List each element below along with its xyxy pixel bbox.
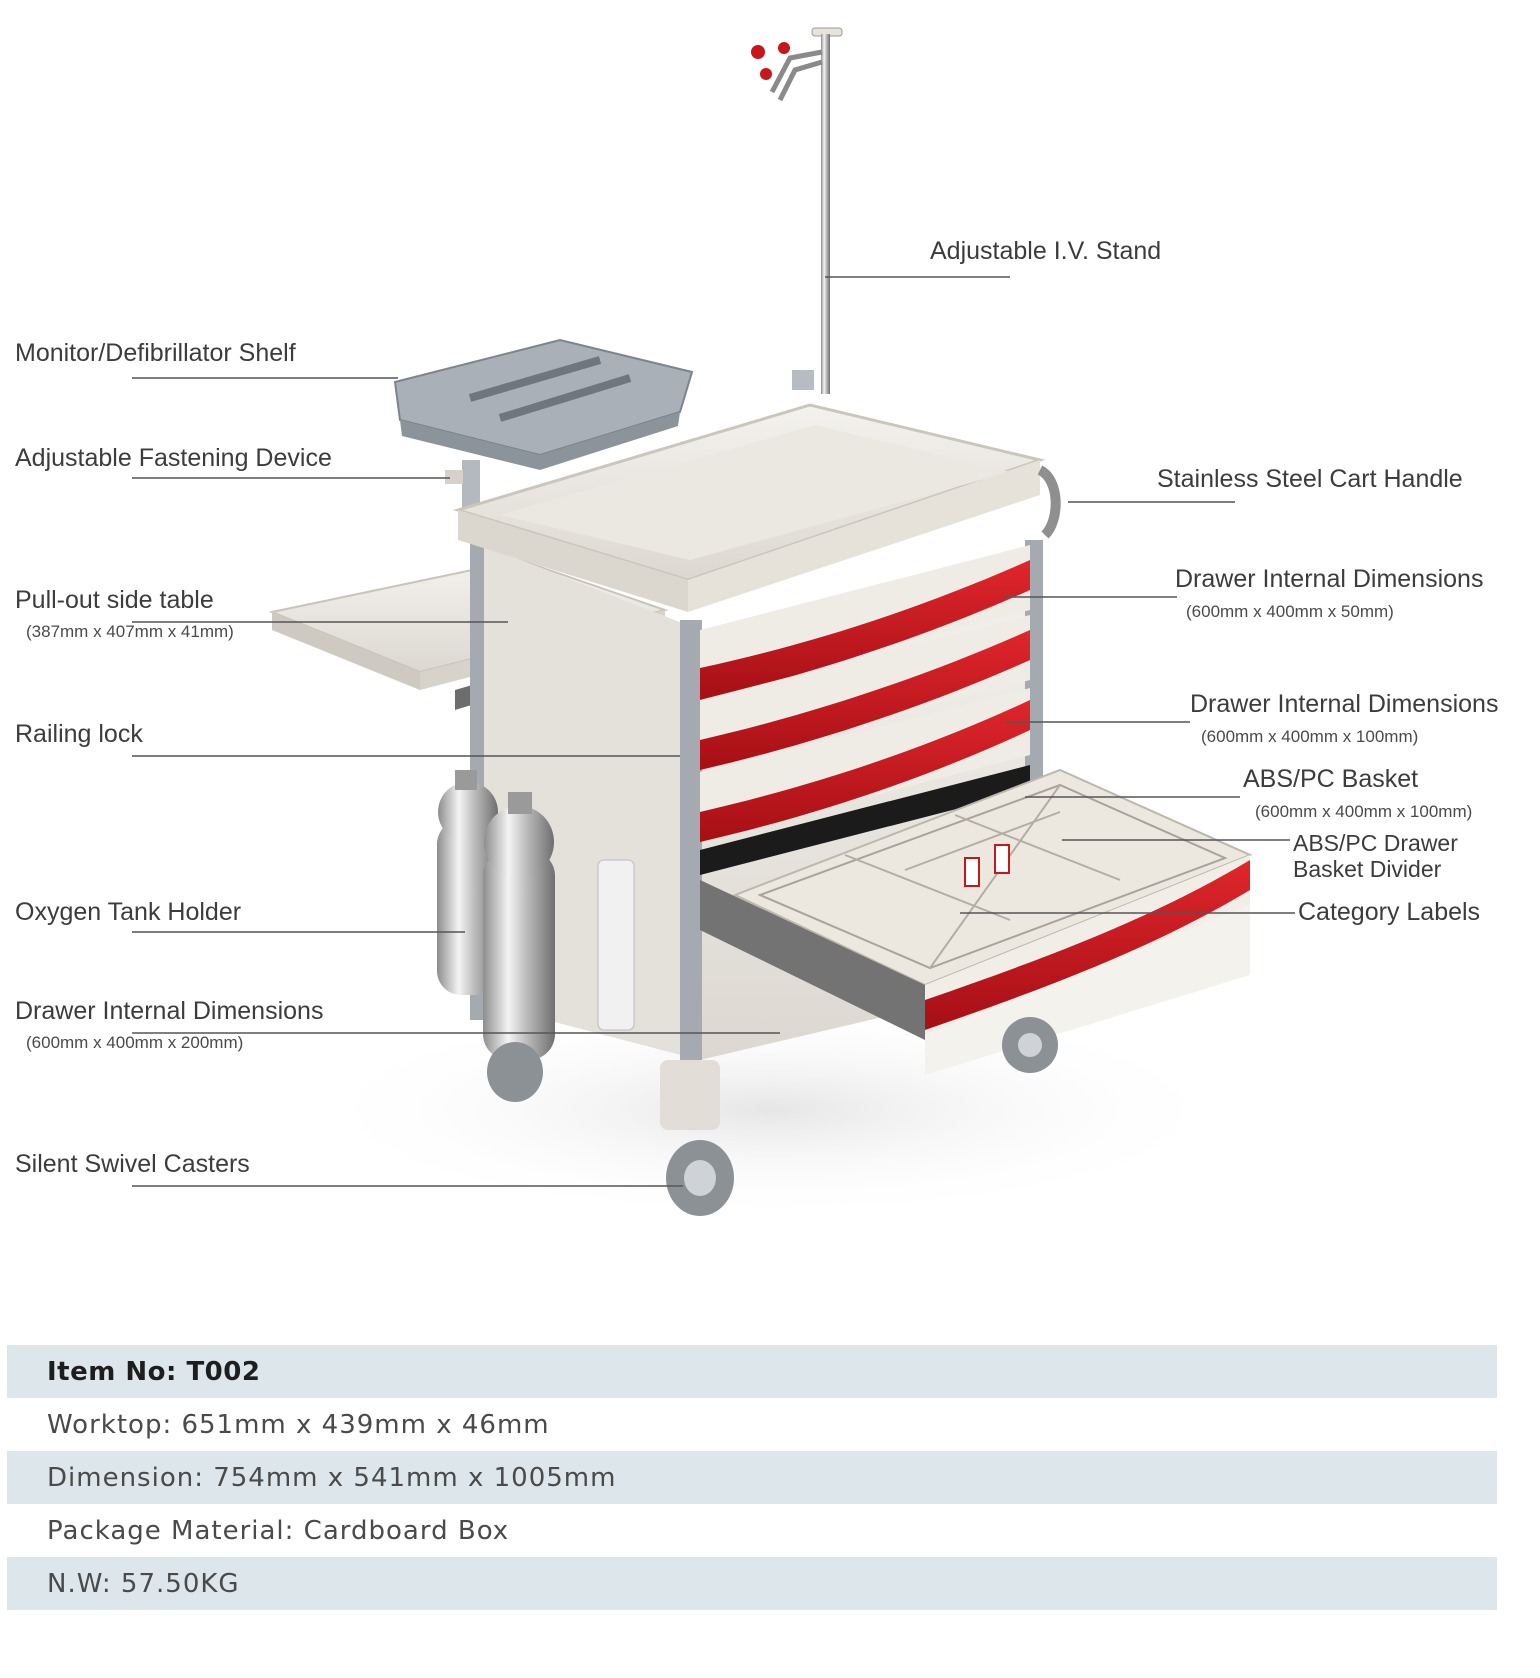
spec-row-dimension: Dimension: 754mm x 541mm x 1005mm xyxy=(7,1451,1497,1504)
spec-row-item-no: Item No: T002 xyxy=(7,1345,1497,1398)
label-drawer-3-dims: (600mm x 400mm x 200mm) xyxy=(26,1033,244,1052)
casters xyxy=(487,1017,1058,1216)
leader-lines xyxy=(132,276,1295,1187)
spec-package: Package Material: Cardboard Box xyxy=(47,1516,510,1546)
label-casters: Silent Swivel Casters xyxy=(15,1150,250,1178)
spec-row-worktop: Worktop: 651mm x 439mm x 46mm xyxy=(7,1398,1497,1451)
worktop xyxy=(452,403,1061,612)
spec-dimension: Dimension: 754mm x 541mm x 1005mm xyxy=(47,1463,617,1493)
cart-illustration xyxy=(132,27,1295,1220)
spec-row-nw: N.W: 57.50KG xyxy=(7,1557,1497,1610)
label-monitor-shelf: Monitor/Defibrillator Shelf xyxy=(15,339,296,367)
label-drawer-1-dims: (600mm x 400mm x 50mm) xyxy=(1186,602,1394,621)
label-basket: ABS/PC Basket xyxy=(1243,765,1419,793)
label-divider-line-2: Basket Divider xyxy=(1293,856,1442,882)
spec-nw: N.W: 57.50KG xyxy=(47,1569,240,1599)
label-fastening-device: Adjustable Fastening Device xyxy=(15,444,332,472)
iv-stand xyxy=(751,27,843,394)
label-oxygen-holder: Oxygen Tank Holder xyxy=(15,898,242,926)
label-divider-line-1: ABS/PC Drawer xyxy=(1293,830,1458,856)
label-drawer-2: Drawer Internal Dimensions xyxy=(1190,690,1499,718)
oxygen-tanks xyxy=(437,770,635,1060)
spec-worktop: Worktop: 651mm x 439mm x 46mm xyxy=(47,1410,550,1440)
spec-row-package: Package Material: Cardboard Box xyxy=(7,1504,1497,1557)
label-category-labels: Category Labels xyxy=(1298,898,1481,926)
label-drawer-1: Drawer Internal Dimensions xyxy=(1175,565,1484,593)
monitor-shelf xyxy=(393,338,694,510)
label-basket-dims: (600mm x 400mm x 100mm) xyxy=(1255,802,1473,821)
label-cart-handle: Stainless Steel Cart Handle xyxy=(1157,465,1463,493)
label-drawer-2-dims: (600mm x 400mm x 100mm) xyxy=(1201,727,1419,746)
label-side-table: Pull-out side table xyxy=(15,586,214,614)
label-drawer-3: Drawer Internal Dimensions xyxy=(15,997,324,1025)
label-side-table-dims: (387mm x 407mm x 41mm) xyxy=(26,622,234,641)
label-iv-stand: Adjustable I.V. Stand xyxy=(930,237,1162,265)
label-railing-lock: Railing lock xyxy=(15,720,143,748)
spec-item-no: Item No: T002 xyxy=(47,1357,261,1387)
